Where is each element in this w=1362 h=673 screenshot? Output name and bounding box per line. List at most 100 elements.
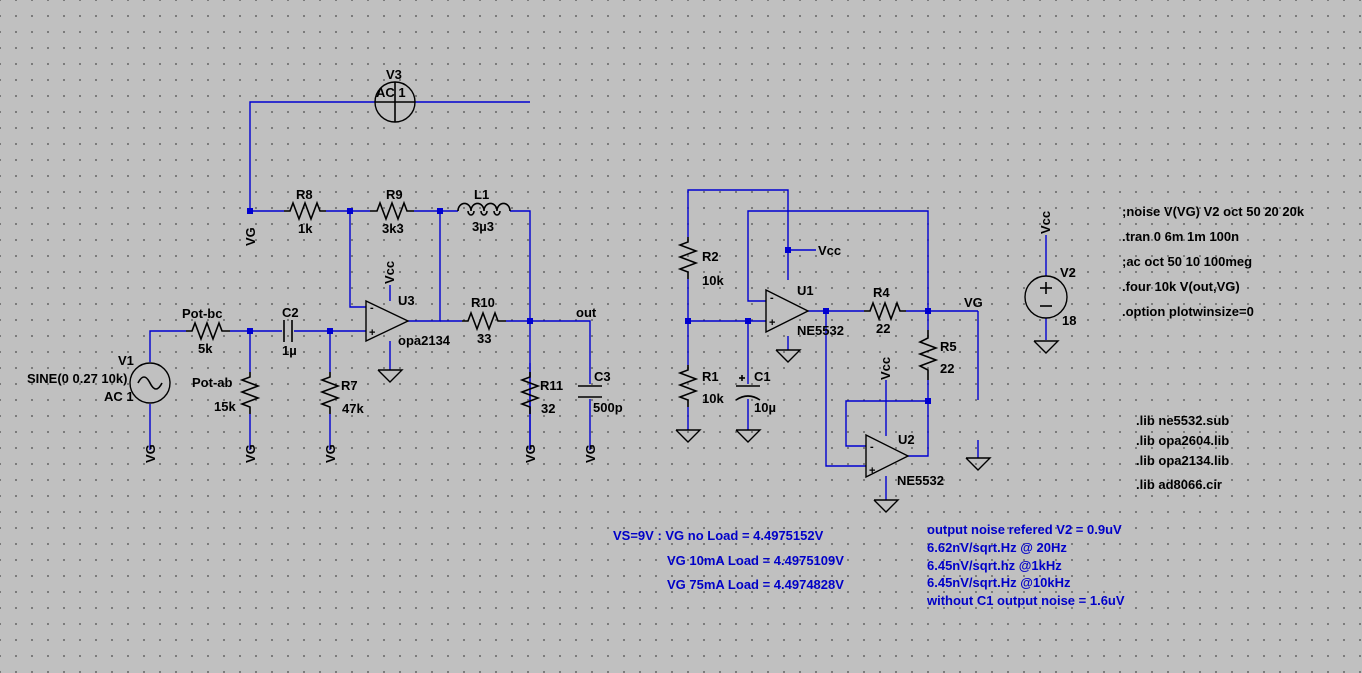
resistor-r1[interactable] <box>677 365 699 407</box>
v1-value: SINE(0 0.27 10k) <box>27 371 127 386</box>
vg-label-r7: VG <box>323 444 338 463</box>
opamp-u1[interactable] <box>765 288 810 334</box>
capacitor-c2[interactable] <box>283 320 293 342</box>
pot-bc-value: 5k <box>198 341 213 356</box>
ground-r1 <box>675 429 702 443</box>
vg-label-v1: VG <box>143 444 158 463</box>
directive-line: ;ac oct 50 10 100meg <box>1122 254 1252 269</box>
v2-vcc-label: Vcc <box>1038 211 1053 234</box>
directive-line: .tran 0 6m 1m 100n <box>1122 229 1239 244</box>
r10-value: 33 <box>477 331 491 346</box>
r2-ref: R2 <box>702 249 719 264</box>
inductor-l1[interactable] <box>457 202 511 216</box>
directive-line: ;noise V(VG) V2 oct 50 20 20k <box>1122 204 1305 219</box>
r5-ref: R5 <box>940 339 957 354</box>
library-line: .lib opa2134.lib <box>1136 453 1229 468</box>
u1-minus: - <box>770 292 774 304</box>
resistor-r4[interactable] <box>864 300 906 322</box>
r7-value: 47k <box>342 401 364 416</box>
resistor-r8[interactable] <box>284 200 326 222</box>
directive-line: .option plotwinsize=0 <box>1122 304 1254 319</box>
u3-minus: - <box>370 302 374 314</box>
u2-value: NE5532 <box>897 473 944 488</box>
v1-ref: V1 <box>118 353 134 368</box>
r4-ref: R4 <box>873 285 890 300</box>
r1-ref: R1 <box>702 369 719 384</box>
vg-label-r8: VG <box>243 227 258 246</box>
resistor-pot-ab[interactable] <box>239 372 261 414</box>
pot-ab-value: 15k <box>214 399 236 414</box>
resistor-r2[interactable] <box>677 237 699 279</box>
ground-u1 <box>775 349 802 363</box>
c2-value: 1µ <box>282 343 297 358</box>
noise-notes: output noise refered V2 = 0.9uV 6.62nV/s… <box>926 522 1125 608</box>
c3-value: 500p <box>593 400 623 415</box>
l1-ref: L1 <box>474 187 489 202</box>
ground-c1 <box>735 429 762 443</box>
source-v1[interactable] <box>129 362 171 404</box>
out-label: out <box>576 305 597 320</box>
directive-line: .four 10k V(out,VG) <box>1122 279 1240 294</box>
u2-ref: U2 <box>898 432 915 447</box>
r11-value: 32 <box>541 401 555 416</box>
vg-label-pot-ab: VG <box>243 444 258 463</box>
u3-value: opa2134 <box>398 333 451 348</box>
u2-vcc-label: Vcc <box>878 357 893 380</box>
vg-load-notes: VS=9V : VG no Load = 4.4975152V VG 10mA … <box>613 528 844 592</box>
u1-ref: U1 <box>797 283 814 298</box>
u1-plus: + <box>769 317 775 329</box>
note-line: 6.45nV/sqrt.Hz @10kHz <box>927 575 1071 590</box>
library-includes: .lib ne5532.sub .lib opa2604.lib .lib op… <box>1136 413 1229 492</box>
r8-ref: R8 <box>296 187 313 202</box>
l1-value: 3µ3 <box>472 219 494 234</box>
r9-value: 3k3 <box>382 221 404 236</box>
u3-plus: + <box>369 327 375 339</box>
u1-value: NE5532 <box>797 323 844 338</box>
resistor-r5[interactable] <box>917 330 939 380</box>
vg-node-label: VG <box>964 295 983 310</box>
library-line: .lib ne5532.sub <box>1136 413 1229 428</box>
v3-value: AC 1 <box>376 85 406 100</box>
note-line: output noise refered V2 = 0.9uV <box>927 522 1122 537</box>
pot-ab-ref: Pot-ab <box>192 375 233 390</box>
v2-value: 18 <box>1062 313 1076 328</box>
r1-value: 10k <box>702 391 724 406</box>
c1-value: 10µ <box>754 400 776 415</box>
pot-bc-ref: Pot-bc <box>182 306 222 321</box>
resistor-r11[interactable] <box>519 372 541 414</box>
note-line: VS=9V : VG no Load = 4.4975152V <box>613 528 824 543</box>
vg-label-c3: VG <box>583 444 598 463</box>
opamp-u3[interactable] <box>365 299 410 343</box>
v1-ac: AC 1 <box>104 389 134 404</box>
source-v2[interactable] <box>1024 275 1068 319</box>
resistor-r10[interactable] <box>462 310 506 332</box>
r5-value: 22 <box>940 361 954 376</box>
library-line: .lib ad8066.cir <box>1136 477 1222 492</box>
capacitor-c3[interactable] <box>578 385 602 398</box>
c1-ref: C1 <box>754 369 771 384</box>
capacitor-c1[interactable] <box>735 375 761 401</box>
r9-ref: R9 <box>386 187 403 202</box>
note-line: without C1 output noise = 1.6uV <box>926 593 1125 608</box>
wires <box>149 101 1047 500</box>
note-line: VG 10mA Load = 4.4975109V <box>667 553 844 568</box>
c3-ref: C3 <box>594 369 611 384</box>
library-line: .lib opa2604.lib <box>1136 433 1229 448</box>
resistor-r7[interactable] <box>319 372 341 414</box>
ground-u3 <box>377 369 404 383</box>
resistor-pot-bc[interactable] <box>186 320 230 342</box>
u2-minus: - <box>870 441 874 453</box>
opamp-u2[interactable] <box>865 433 910 479</box>
r10-ref: R10 <box>471 295 495 310</box>
junctions <box>247 208 931 404</box>
ground-v2 <box>1033 340 1060 354</box>
c2-ref: C2 <box>282 305 299 320</box>
r8-value: 1k <box>298 221 313 236</box>
source-v3[interactable] <box>374 81 416 123</box>
r11-ref: R11 <box>540 378 563 393</box>
v2-ref: V2 <box>1060 265 1076 280</box>
r4-value: 22 <box>876 321 890 336</box>
resistor-r9[interactable] <box>370 200 414 222</box>
u3-vcc-label: Vcc <box>382 261 397 284</box>
